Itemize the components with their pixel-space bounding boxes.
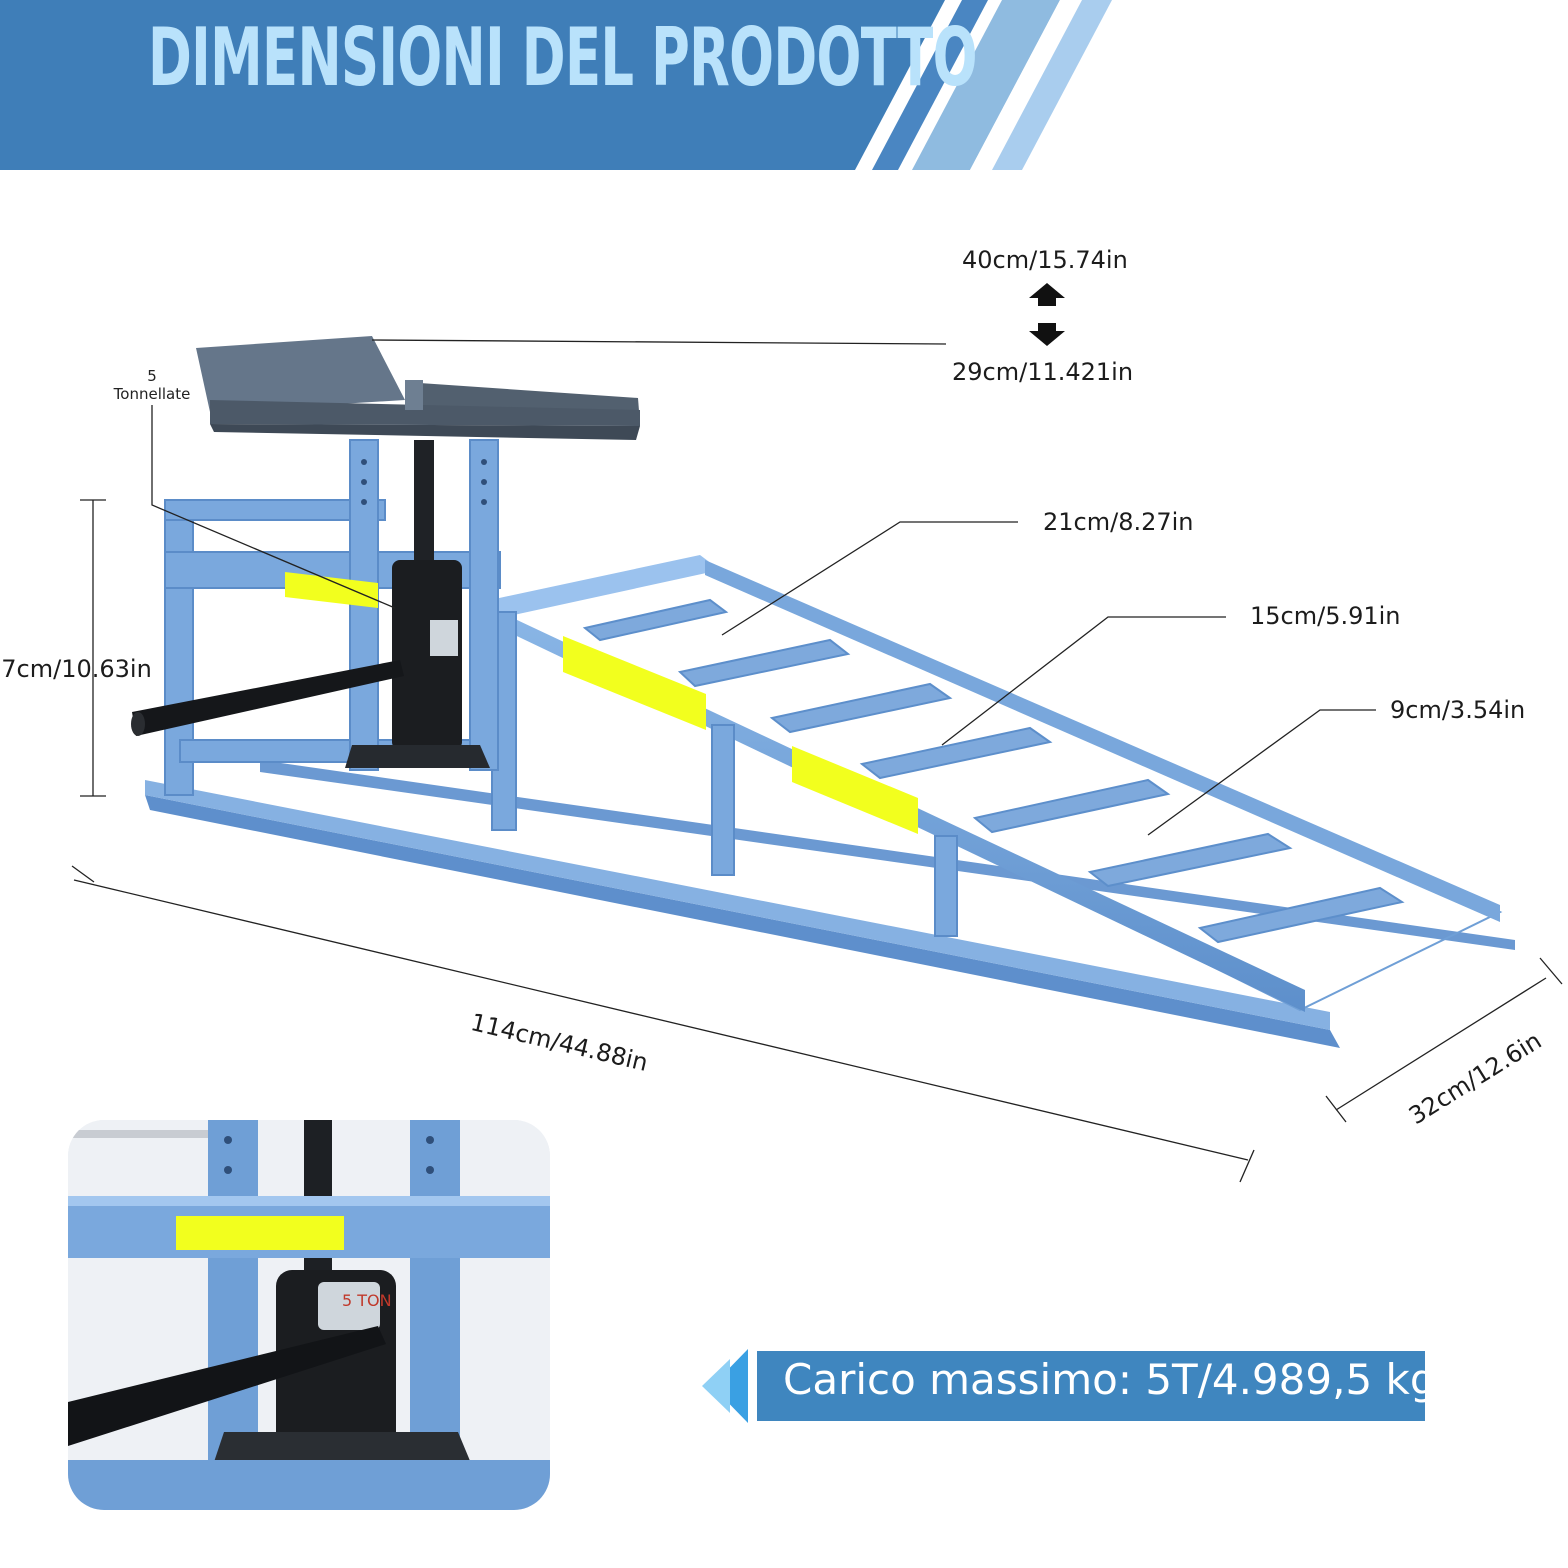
platform-max-height-label: 40cm/15.74in [962, 246, 1128, 274]
jack-capacity-unit: Tonnellate [113, 385, 191, 403]
max-load-text: Carico massimo: 5T/4.989,5 kg [783, 1355, 1437, 1404]
jack-detail-image: 5 TON [68, 1120, 550, 1510]
jack-assembly [131, 439, 499, 771]
detail-jack-label: 5 TON [342, 1291, 392, 1310]
frame-height-label: 27cm/10.63in [0, 655, 152, 683]
jack-capacity-number: 5 [147, 367, 157, 385]
jack-capacity-label: 5 Tonnellate [104, 367, 200, 403]
page-title: DIMENSIONI DEL PRODOTTO [148, 11, 978, 104]
leader-lines [71, 339, 1563, 1183]
step-height-1-label: 21cm/8.27in [1043, 508, 1194, 536]
ramp-steps [582, 598, 1405, 944]
max-load-badge: Carico massimo: 5T/4.989,5 kg [757, 1351, 1437, 1421]
header-banner [0, 0, 1112, 170]
jack-detail-inset: 5 TON [68, 1120, 550, 1510]
double-chevron-left-icon [702, 1349, 748, 1423]
height-arrows [1029, 283, 1065, 346]
platform-min-height-label: 29cm/11.421in [952, 358, 1134, 386]
step-height-2-label: 15cm/5.91in [1250, 602, 1401, 630]
product-drawing [71, 283, 1563, 1183]
step-height-3-label: 9cm/3.54in [1390, 696, 1526, 724]
ramp-base [145, 760, 1515, 1048]
lift-platform [196, 336, 640, 440]
reflectors [285, 572, 918, 834]
